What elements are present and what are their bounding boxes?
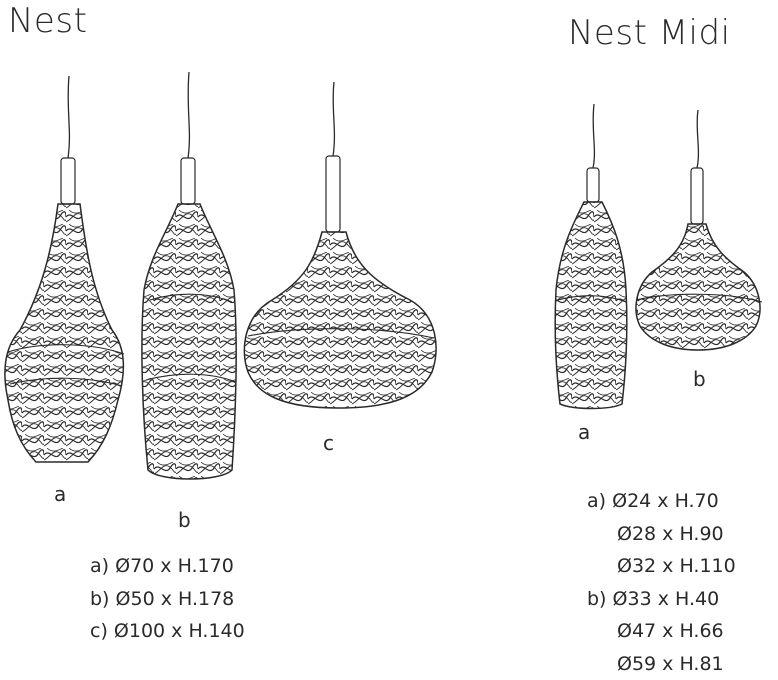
nest-midi-dimensions: a) Ø24 x H.70 Ø28 x H.90 Ø32 x H.110 b) … [587, 485, 736, 680]
nest-midi-lamp-b [636, 110, 762, 350]
nest-lamp-c [244, 82, 436, 408]
nest-lamp-a [5, 76, 124, 462]
nest-dimension-row: a) Ø70 x H.170 [90, 550, 245, 583]
nest-dimension-row: c) Ø100 x H.140 [90, 615, 245, 648]
nest-label-c: c [323, 433, 334, 453]
nest-dimension-row: b) Ø50 x H.178 [90, 583, 245, 616]
nest-midi-dimension-row: Ø32 x H.110 [587, 550, 736, 583]
nest-midi-dimension-row: b) Ø33 x H.40 [587, 583, 736, 616]
nest-dimensions: a) Ø70 x H.170 b) Ø50 x H.178 c) Ø100 x … [90, 550, 245, 648]
nest-lamp-b [142, 72, 236, 479]
nest-midi-label-b: b [693, 369, 706, 389]
nest-midi-dimension-row: Ø59 x H.81 [587, 648, 736, 680]
nest-midi-dimension-row: Ø47 x H.66 [587, 615, 736, 648]
nest-label-b: b [178, 510, 191, 530]
nest-midi-dimension-row: Ø28 x H.90 [587, 518, 736, 551]
nest-midi-dimension-row: a) Ø24 x H.70 [587, 485, 736, 518]
nest-midi-lamp-a [555, 104, 627, 409]
nest-label-a: a [54, 484, 66, 504]
nest-midi-label-a: a [578, 422, 590, 442]
